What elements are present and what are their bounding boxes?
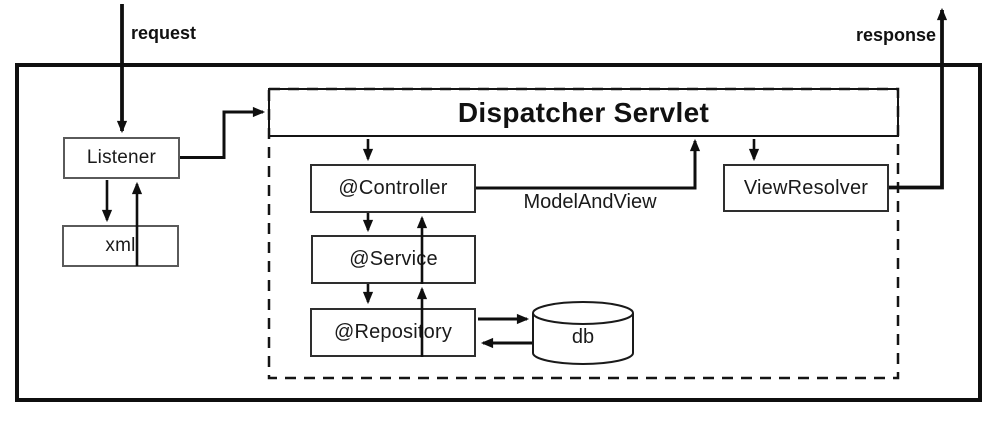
service-node-label: @Service <box>349 248 438 270</box>
dispatcher-servlet-title: Dispatcher Servlet <box>457 96 710 128</box>
model-and-view-edge-label: ModelAndView <box>523 191 657 213</box>
repository-node-label: @Repository <box>333 321 453 343</box>
repository-node: @Repository <box>310 308 476 357</box>
web-application-container-box <box>15 63 982 402</box>
dispatcher-servlet-node: Dispatcher Servlet <box>268 88 899 137</box>
db-cylinder-label: db <box>571 326 595 348</box>
listener-node-label: Listener <box>86 147 157 168</box>
controller-node: @Controller <box>310 164 476 213</box>
listener-node: Listener <box>63 137 180 179</box>
controller-node-label: @Controller <box>338 177 448 199</box>
xml-node: xml <box>62 225 179 267</box>
view-resolver-node: ViewResolver <box>723 164 889 212</box>
response-label: response <box>855 25 936 45</box>
view-resolver-node-label: ViewResolver <box>743 176 869 199</box>
xml-node-label: xml <box>105 235 136 256</box>
request-label: request <box>131 23 197 43</box>
service-node: @Service <box>311 235 476 284</box>
